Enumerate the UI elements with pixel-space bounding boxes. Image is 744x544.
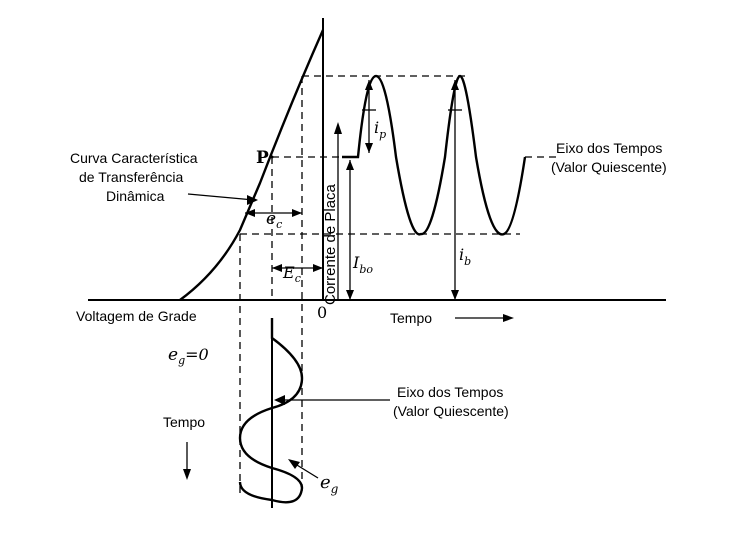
eg-pointer-head	[288, 459, 300, 469]
ip-arrow-down	[365, 143, 373, 153]
ibo-arrow-up	[346, 160, 354, 170]
curve-title-pointer-head	[247, 195, 258, 205]
eg-zero-label: eg=0	[168, 345, 209, 367]
time-right-label: Tempo	[390, 310, 432, 326]
eg-label: eg	[320, 472, 339, 496]
time-axis-lower-line-1: Eixo dos Tempos	[397, 384, 503, 400]
time-axis-right-line-1: Eixo dos Tempos	[556, 140, 662, 156]
grid-voltage-wave	[238, 318, 304, 504]
Ec-arrow-left	[272, 264, 282, 272]
time-down-arrowhead	[183, 469, 191, 480]
time-right-arrowhead	[503, 314, 514, 322]
ip-label: ip	[374, 118, 386, 141]
plate-current-label: Corrente de Placa	[322, 183, 339, 305]
ib-arrow-down	[451, 290, 459, 300]
time-axis-lower-line-2: (Valor Quiescente)	[393, 403, 509, 419]
lower-axis-pointer-head	[274, 395, 285, 405]
Ec-label: Ec	[282, 263, 301, 285]
transfer-curve	[179, 29, 325, 301]
ib-arrow-up	[451, 80, 459, 90]
point-p-dot	[270, 155, 274, 159]
Ec-arrow-right	[313, 264, 323, 272]
curve-title-line-2: de Transferência	[79, 169, 183, 185]
ec-arrow-left	[245, 209, 255, 217]
curve-title-line-3: Dinâmica	[106, 188, 165, 204]
origin-label: 0	[317, 303, 327, 322]
grid-voltage-label: Voltagem de Grade	[76, 308, 197, 324]
point-p-label: P	[256, 148, 269, 168]
curve-title-pointer	[187, 193, 255, 201]
ec-label: ec	[266, 209, 282, 231]
ibo-arrow-down	[346, 290, 354, 300]
ib-label: ib	[459, 245, 471, 268]
plate-current-wave	[342, 74, 527, 236]
time-down-label: Tempo	[163, 414, 205, 430]
Ibo-label: Ibo	[352, 253, 373, 276]
time-axis-right-line-2: (Valor Quiescente)	[551, 159, 667, 175]
ip-arrow-up	[365, 80, 373, 90]
ec-arrow-right	[292, 209, 302, 217]
curve-title-line-1: Curva Característica	[70, 150, 198, 166]
plate-current-axis-arrowhead	[334, 122, 342, 134]
